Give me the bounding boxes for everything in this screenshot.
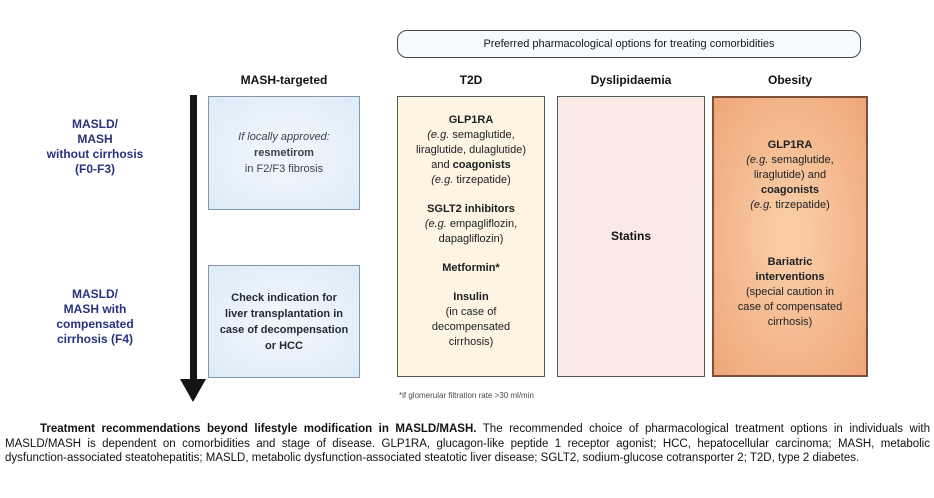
caption-title: Treatment recommendations beyond lifesty… (40, 423, 477, 435)
resmetirom-fibrosis: in F2/F3 fibrosis (244, 163, 324, 175)
column-header-mash-targeted: MASH-targeted (240, 73, 328, 87)
obesity-coagonists: coagonists (760, 184, 820, 196)
obesity-bariatric-line2: interventions (755, 271, 825, 283)
t2d-glp1ra-eg-line1: (e.g. semaglutide, (427, 129, 515, 141)
row-label-line: MASLD/ (72, 287, 118, 301)
row-label-line: MASLD/ (72, 117, 118, 131)
t2d-sglt2-eg-line1: (e.g. empagliflozin, (424, 218, 518, 230)
row-label-line: cirrhosis (F4) (56, 332, 134, 346)
banner-label: Preferred pharmacological options for tr… (483, 38, 775, 50)
t2d-insulin-note-line1: (in case of (445, 306, 497, 318)
column-header-obesity: Obesity (767, 73, 812, 87)
spacer (398, 188, 544, 202)
obesity-glp1ra-eg-line1: (e.g. semaglutide, (746, 154, 834, 166)
obesity-coagonists-eg: (e.g. tirzepatide) (750, 199, 830, 211)
spacer (714, 213, 866, 255)
banner-preferred-options: Preferred pharmacological options for tr… (397, 30, 861, 58)
dyslipidaemia-statins: Statins (610, 229, 651, 243)
box-t2d-options: GLP1RA (e.g. semaglutide, liraglutide, d… (397, 96, 545, 377)
obesity-caution-line3: cirrhosis) (767, 316, 813, 328)
row-label-line: compensated (56, 317, 134, 331)
spacer (398, 276, 544, 290)
t2d-coagonists-eg: (e.g. tirzepatide) (431, 174, 511, 186)
row-label-no-cirrhosis: MASLD/ MASH without cirrhosis (F0-F3) (8, 117, 182, 177)
column-header-t2d: T2D (459, 73, 483, 87)
progression-arrow-head-icon (180, 379, 206, 402)
obesity-glp1ra: GLP1RA (767, 139, 813, 151)
resmetirom-condition: If locally approved: (238, 131, 330, 143)
obesity-caution-line1: (special caution in (745, 286, 835, 298)
t2d-glp1ra: GLP1RA (448, 114, 494, 126)
obesity-glp1ra-eg-line2: liraglutide) and (753, 169, 827, 181)
spacer (398, 247, 544, 261)
t2d-glp1ra-eg-line2: liraglutide, dulaglutide) (415, 144, 527, 156)
box-liver-transplant: Check indication for liver transplantati… (208, 265, 360, 378)
t2d-insulin-note-line3: cirrhosis) (448, 336, 494, 348)
box-resmetirom: If locally approved: resmetirom in F2/F3… (208, 96, 360, 210)
row-label-line: MASH with (63, 302, 127, 316)
transplant-text: Check indication for liver transplantati… (219, 291, 349, 352)
caption-body: The recommended choice of pharmacologica… (5, 423, 930, 464)
row-label-line: MASH (77, 132, 113, 146)
obesity-caution-line2: case of compensated (737, 301, 843, 313)
box-obesity-options: GLP1RA (e.g. semaglutide, liraglutide) a… (712, 96, 868, 377)
t2d-coagonists-line: and coagonists (431, 159, 511, 171)
t2d-insulin: Insulin (453, 291, 489, 303)
row-label-line: (F0-F3) (75, 162, 115, 176)
progression-arrow-shaft (190, 95, 197, 380)
t2d-sglt2-eg-line2: dapagliflozin) (438, 233, 504, 245)
t2d-sglt2: SGLT2 inhibitors (427, 203, 515, 215)
column-header-dyslipidaemia: Dyslipidaemia (590, 73, 672, 87)
resmetirom-drug: resmetirom (254, 147, 314, 159)
obesity-bariatric-line1: Bariatric (767, 256, 813, 268)
t2d-insulin-note-line2: decompensated (431, 321, 511, 333)
t2d-metformin: Metformin* (442, 262, 500, 274)
row-label-compensated-cirrhosis: MASLD/ MASH with compensated cirrhosis (… (8, 287, 182, 347)
row-label-line: without cirrhosis (46, 147, 144, 161)
figure-caption: Treatment recommendations beyond lifesty… (5, 422, 930, 466)
box-dyslipidaemia-options: Statins (557, 96, 705, 377)
metformin-footnote: *if glomerular filtration rate >30 ml/mi… (399, 391, 534, 400)
